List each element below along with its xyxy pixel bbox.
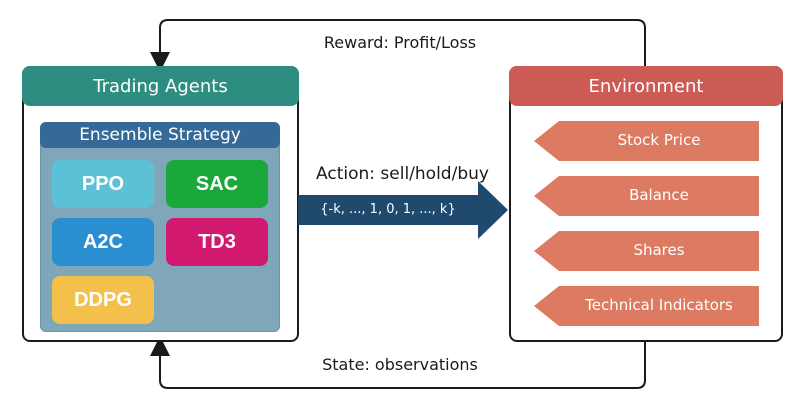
algo-td3: TD3 [166, 218, 268, 266]
env-tag-shares [534, 231, 759, 271]
trading-agents-header: Trading Agents [22, 66, 299, 106]
env-tag-balance [534, 176, 759, 216]
algo-ddpg: DDPG [52, 276, 154, 324]
env-tag-stock-price [534, 121, 759, 161]
env-item-balance: Balance [629, 186, 689, 204]
trading-agents-title: Trading Agents [93, 75, 228, 97]
reward-loop-arrow [150, 19, 646, 72]
ensemble-strategy-header: Ensemble Strategy [40, 122, 280, 148]
ensemble-strategy-title: Ensemble Strategy [79, 125, 241, 145]
action-arrow [298, 181, 508, 239]
env-item-shares: Shares [633, 241, 685, 259]
environment-title: Environment [588, 75, 704, 97]
algo-a2c: A2C [52, 218, 154, 266]
state-label: State: observations [322, 355, 478, 374]
env-tag-technical-indicators [534, 286, 759, 326]
action-range-label: {-k, ..., 1, 0, 1, ..., k} [320, 202, 456, 217]
env-item-technical-indicators: Technical Indicators [585, 296, 733, 314]
algo-ppo: PPO [52, 160, 154, 208]
algo-sac: SAC [166, 160, 268, 208]
reward-label: Reward: Profit/Loss [323, 33, 477, 52]
env-item-stock-price: Stock Price [617, 131, 701, 149]
state-loop-arrow [150, 336, 646, 389]
action-label: Action: sell/hold/buy [316, 164, 489, 184]
environment-header: Environment [509, 66, 783, 106]
